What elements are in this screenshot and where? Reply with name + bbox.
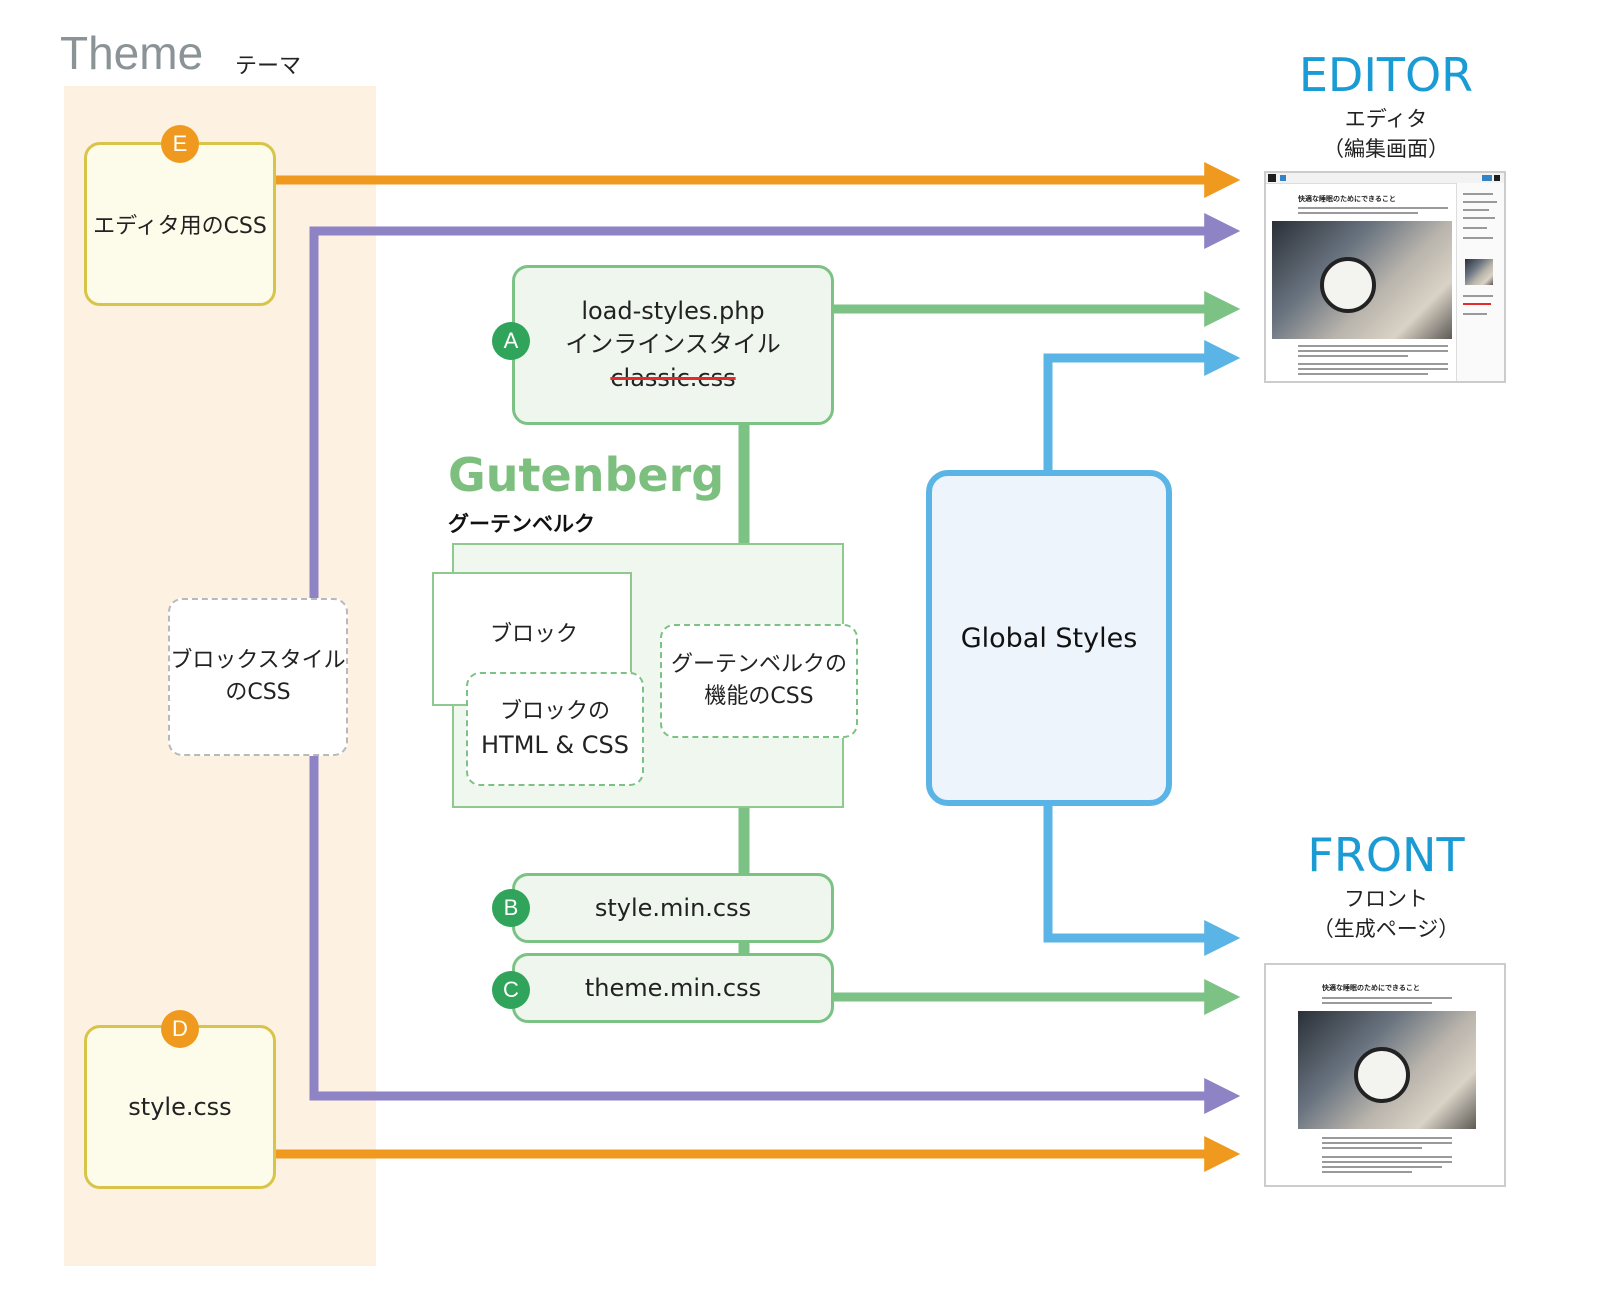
sidebar-line: [1463, 217, 1495, 219]
front-text-line: [1322, 997, 1452, 999]
global-styles-label: Global Styles: [960, 622, 1138, 654]
feature-css-label-2: 機能のCSS: [704, 684, 814, 709]
gutenberg-feature-css-box: グーテンベルクの 機能のCSS: [660, 624, 858, 738]
front-text-line: [1322, 1137, 1452, 1139]
sidebar-line: [1463, 295, 1493, 297]
sidebar-line: [1463, 313, 1487, 315]
block-style-css-box: ブロックスタイル のCSS: [168, 598, 348, 756]
theme-subtitle: テーマ: [235, 54, 302, 79]
sidebar-line: [1463, 227, 1487, 229]
sidebar-line: [1463, 237, 1493, 239]
front-text-line: [1322, 1002, 1432, 1004]
global-styles-box: Global Styles: [926, 470, 1172, 806]
front-text-line: [1322, 1161, 1452, 1163]
style-min-box: style.min.css: [512, 873, 834, 943]
badge-c: C: [492, 971, 530, 1009]
editor-toolbar: [1266, 173, 1504, 184]
front-text-line: [1322, 1156, 1452, 1158]
front-text-line: [1322, 1147, 1422, 1149]
sidebar-thumbnail: [1465, 259, 1493, 285]
alarm-clock-icon: [1320, 257, 1376, 313]
update-button-icon: [1482, 175, 1492, 181]
editor-text-line: [1298, 207, 1448, 209]
load-styles-box: load-styles.php インラインスタイル classic.css: [512, 265, 834, 425]
wordpress-logo-icon: [1268, 174, 1276, 182]
editor-text-line: [1298, 363, 1448, 365]
editor-text-line: [1298, 350, 1448, 352]
editor-text-line: [1298, 368, 1448, 370]
gutenberg-subtitle: グーテンベルク: [448, 512, 595, 536]
front-subtitle-1: フロント: [1344, 887, 1428, 911]
editor-subtitle-2: （編集画面）: [1323, 137, 1449, 161]
badge-e: E: [161, 125, 199, 163]
sidebar-red-line: [1463, 303, 1491, 305]
editor-screenshot: 快適な睡眠のためにできること: [1264, 171, 1506, 383]
front-subtitle-2: （生成ページ）: [1312, 917, 1460, 941]
editor-sidebar: [1456, 183, 1504, 381]
front-post-title: 快適な睡眠のためにできること: [1322, 984, 1420, 992]
arrow-global-styles-to-editor: [1043, 340, 1241, 470]
front-text-line: [1322, 1142, 1452, 1144]
gutenberg-title: Gutenberg: [448, 448, 725, 502]
settings-icon: [1494, 175, 1500, 181]
front-screenshot: 快適な睡眠のためにできること: [1264, 963, 1506, 1187]
load-styles-label: load-styles.php: [581, 296, 765, 325]
block-style-css-label-1: ブロックスタイル: [170, 648, 346, 674]
editor-text-line: [1298, 373, 1428, 375]
alarm-clock-icon: [1354, 1047, 1410, 1103]
editor-title: EDITOR: [1298, 48, 1474, 102]
feature-css-label-1: グーテンベルクの: [670, 652, 847, 678]
editor-css-label: エディタ用のCSS: [93, 214, 267, 239]
block-html-label-1: ブロックの: [499, 698, 610, 724]
theme-min-box: theme.min.css: [512, 953, 834, 1023]
theme-min-label: theme.min.css: [584, 974, 762, 1002]
editor-post-title: 快適な睡眠のためにできること: [1298, 195, 1396, 203]
block-style-css-label-2: のCSS: [225, 680, 291, 705]
editor-text-line: [1298, 355, 1408, 357]
front-text-line: [1322, 1166, 1442, 1168]
arrow-global-styles-to-front: [1043, 806, 1241, 956]
front-text-line: [1322, 1171, 1412, 1173]
badge-d: D: [161, 1010, 199, 1048]
front-clock-photo: [1298, 1011, 1476, 1129]
block-html-label-2: HTML & CSS: [481, 730, 629, 759]
style-min-label: style.min.css: [594, 894, 752, 922]
block-label: ブロック: [489, 622, 578, 647]
classic-css-label: classic.css: [610, 363, 736, 392]
front-title: FRONT: [1307, 828, 1465, 882]
editor-text-line: [1298, 345, 1448, 347]
arrow-block-style-to-editor: [309, 213, 1241, 600]
sidebar-line: [1463, 193, 1493, 195]
sidebar-line: [1463, 209, 1489, 211]
sidebar-line: [1463, 201, 1497, 203]
style-css-box: style.css: [84, 1025, 276, 1189]
block-html-css-box: ブロックの HTML & CSS: [466, 672, 644, 786]
arrow-block-style-to-front: [309, 755, 1241, 1114]
editor-css-box: エディタ用のCSS: [84, 142, 276, 306]
badge-b: B: [492, 889, 530, 927]
theme-title: Theme: [60, 27, 204, 79]
editor-subtitle-1: エディタ: [1344, 107, 1428, 131]
style-css-label: style.css: [128, 1093, 232, 1121]
badge-a: A: [492, 322, 530, 360]
add-block-icon: [1280, 175, 1286, 181]
editor-text-line: [1298, 212, 1418, 214]
inline-style-label: インラインスタイル: [565, 330, 781, 359]
editor-clock-photo: [1272, 221, 1452, 339]
